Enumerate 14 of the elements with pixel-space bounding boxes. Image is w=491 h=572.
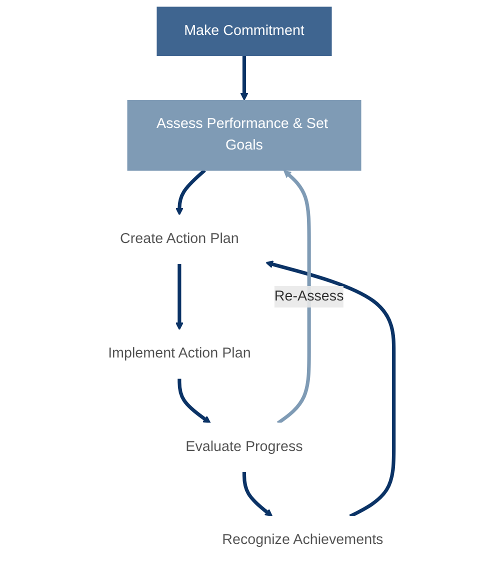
arrow xyxy=(177,378,211,424)
arrow xyxy=(175,264,184,330)
arrow xyxy=(240,56,248,101)
node-text: Evaluate Progress xyxy=(185,439,303,455)
arrow xyxy=(175,169,206,216)
node-text: Implement Action Plan xyxy=(108,346,251,362)
arrow xyxy=(242,472,273,517)
arrow xyxy=(265,260,396,518)
node-box: Make Commitment xyxy=(156,6,332,56)
node-text: Recognize Achievements xyxy=(222,532,384,548)
edge-label: Re-Assess xyxy=(274,288,344,304)
node-text: Create Action Plan xyxy=(120,231,239,247)
arrow xyxy=(276,170,311,425)
node-box: Assess Performance & Set Goals xyxy=(127,100,362,171)
